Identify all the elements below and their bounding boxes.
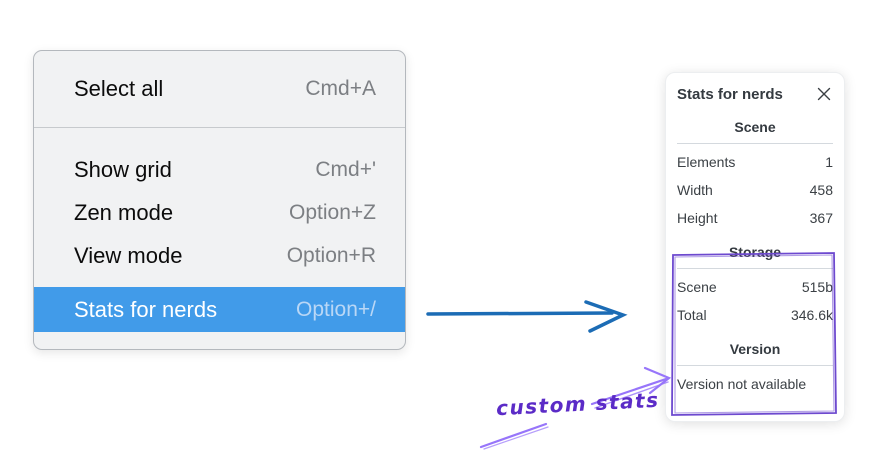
menu-separator bbox=[34, 127, 405, 128]
stat-label: Total bbox=[677, 307, 707, 323]
stats-panel: Stats for nerds Scene Elements 1 Width 4… bbox=[665, 72, 845, 422]
menu-item-label: View mode bbox=[74, 242, 183, 268]
menu-item-shortcut: Option+R bbox=[286, 243, 376, 267]
section-divider bbox=[677, 268, 833, 269]
stat-label: Height bbox=[677, 210, 718, 226]
section-heading-storage: Storage bbox=[728, 244, 782, 260]
menu-item-view-mode[interactable]: View mode Option+R bbox=[34, 234, 405, 277]
section-heading-scene: Scene bbox=[734, 119, 776, 135]
stat-row-elements: Elements 1 bbox=[677, 148, 833, 176]
stat-value: 458 bbox=[809, 182, 833, 198]
menu-item-show-grid[interactable]: Show grid Cmd+' bbox=[34, 148, 405, 191]
menu-item-zen-mode[interactable]: Zen mode Option+Z bbox=[34, 191, 405, 234]
menu-item-label: Select all bbox=[74, 76, 164, 101]
menu-item-label: Zen mode bbox=[74, 199, 174, 225]
menu-item-select-all[interactable]: Select all Cmd+A bbox=[34, 51, 405, 127]
annotation-text: custom stats bbox=[495, 387, 661, 421]
stat-value: 1 bbox=[825, 154, 833, 170]
menu-group: Show grid Cmd+' Zen mode Option+Z View m… bbox=[34, 128, 405, 332]
stat-row-width: Width 458 bbox=[677, 176, 833, 204]
stat-row-height: Height 367 bbox=[677, 204, 833, 232]
menu-item-shortcut: Option+/ bbox=[296, 297, 376, 321]
section-divider bbox=[677, 365, 833, 366]
context-menu: Select all Cmd+A Show grid Cmd+' Zen mod… bbox=[33, 50, 406, 350]
stats-panel-title: Stats for nerds bbox=[677, 85, 783, 103]
stat-value: 367 bbox=[809, 210, 833, 226]
menu-item-label: Stats for nerds bbox=[74, 296, 218, 322]
annotation-underline-stroke bbox=[479, 422, 549, 450]
close-icon[interactable] bbox=[815, 85, 833, 103]
stats-panel-header: Stats for nerds bbox=[677, 85, 833, 103]
section-divider bbox=[677, 143, 833, 144]
menu-item-shortcut: Cmd+A bbox=[305, 77, 376, 100]
stat-value: 515b bbox=[801, 279, 833, 295]
version-note: Version not available bbox=[677, 376, 807, 392]
flow-arrow bbox=[426, 300, 628, 333]
menu-item-label: Show grid bbox=[74, 156, 172, 182]
stat-row-total-storage: Total 346.6k bbox=[677, 301, 833, 329]
stat-row-scene-storage: Scene 515b bbox=[677, 273, 833, 301]
stat-label: Scene bbox=[677, 279, 717, 295]
menu-item-stats-for-nerds[interactable]: Stats for nerds Option+/ bbox=[34, 287, 405, 332]
menu-item-shortcut: Cmd+' bbox=[315, 157, 376, 181]
stat-label: Width bbox=[677, 182, 713, 198]
menu-item-shortcut: Option+Z bbox=[289, 200, 376, 224]
section-heading-version: Version bbox=[729, 341, 781, 357]
stat-value: 346.6k bbox=[790, 307, 833, 323]
stat-label: Elements bbox=[677, 154, 736, 170]
